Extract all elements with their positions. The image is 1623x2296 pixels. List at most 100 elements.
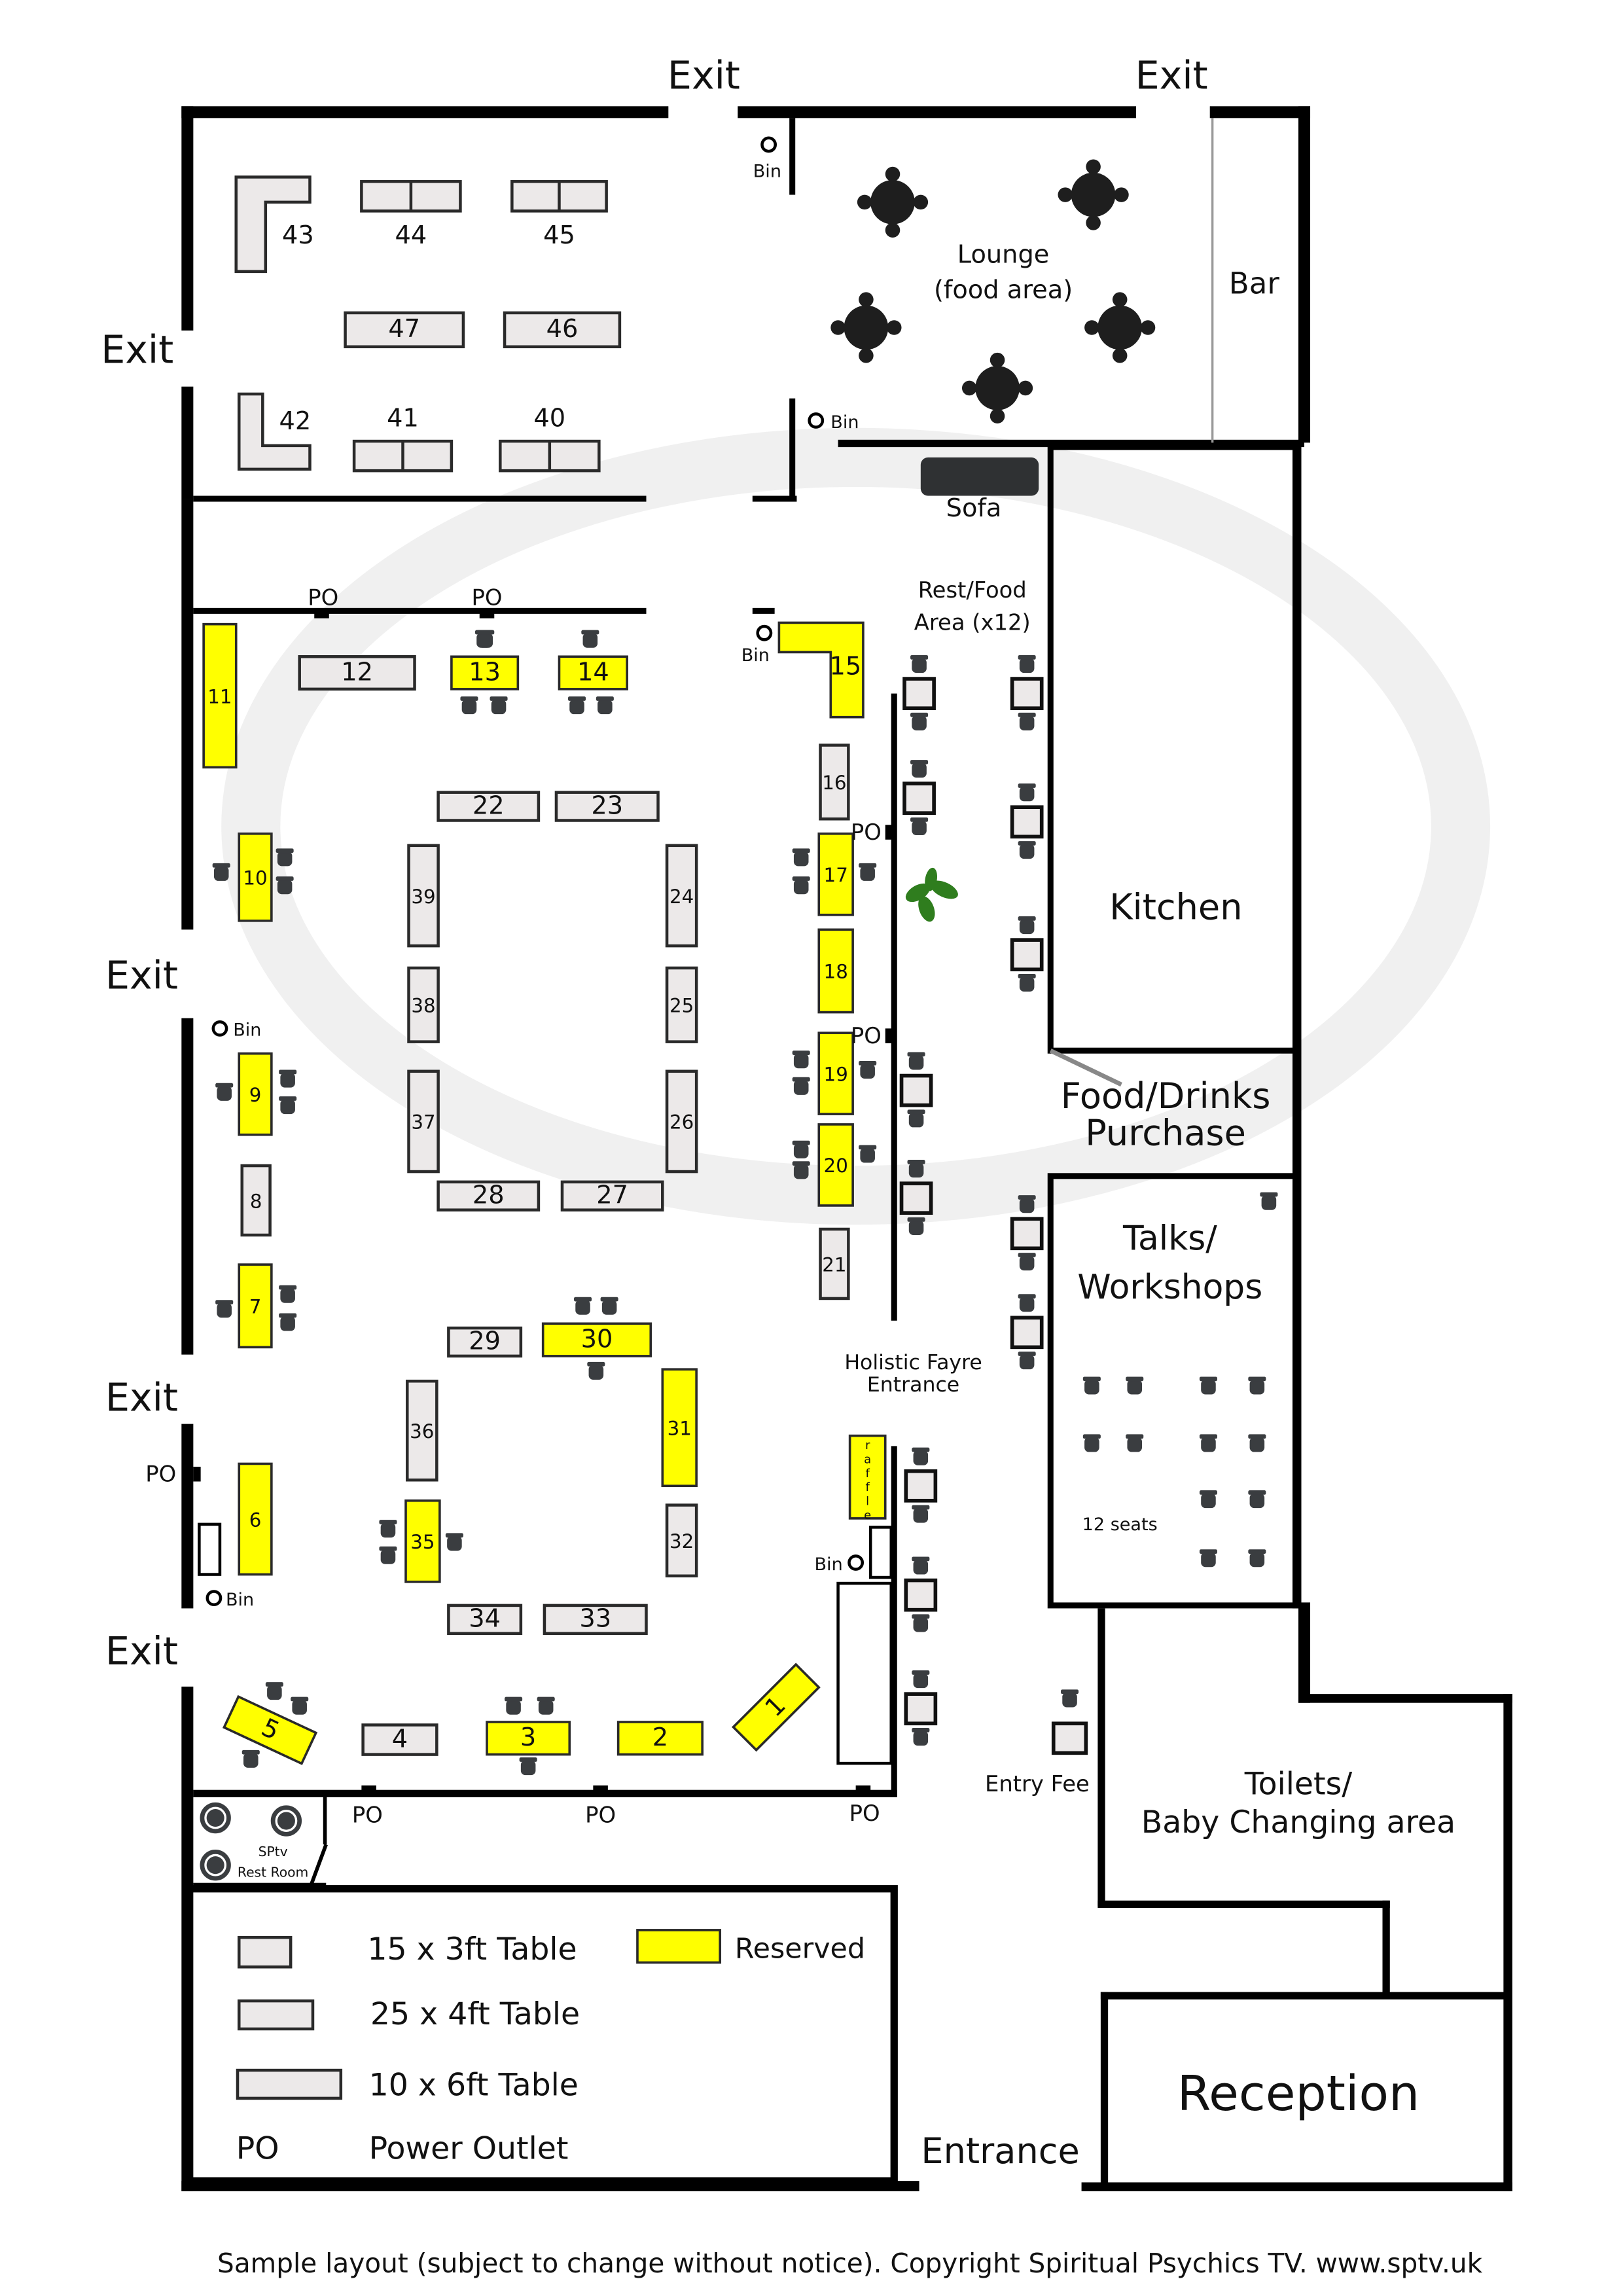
talks-label-sub: Workshops: [1077, 1268, 1262, 1307]
table-18[interactable]: 18: [817, 928, 854, 1014]
table-39[interactable]: 39: [407, 844, 440, 948]
table-number: 14: [577, 657, 609, 687]
table-45[interactable]: 45: [510, 180, 608, 250]
table-9[interactable]: 9: [238, 1052, 273, 1136]
chair-icon: [1018, 655, 1036, 673]
bin-label: Bin: [741, 645, 770, 666]
table-12[interactable]: 12: [298, 655, 416, 691]
table-number: 33: [579, 1604, 611, 1634]
entry-fee-table[interactable]: [1051, 1721, 1088, 1755]
table-34[interactable]: 34: [447, 1604, 523, 1635]
table-16[interactable]: 16: [819, 744, 850, 821]
table-28[interactable]: 28: [437, 1181, 541, 1211]
food-drinks-label-sub: Purchase: [1085, 1112, 1246, 1153]
chair-icon: [912, 1556, 930, 1575]
table-1[interactable]: 1: [731, 1662, 821, 1752]
kitchen-label: Kitchen: [1109, 887, 1242, 928]
table-15[interactable]: 15: [777, 621, 865, 719]
table-26[interactable]: 26: [665, 1069, 698, 1174]
table-number: 13: [469, 657, 501, 687]
table-6[interactable]: 6: [238, 1462, 273, 1576]
table-24[interactable]: 24: [665, 844, 698, 948]
table-number: 44: [395, 221, 427, 250]
table-36[interactable]: 36: [406, 1379, 438, 1482]
round-table-icon: [830, 292, 902, 363]
rest-table[interactable]: [1010, 677, 1044, 710]
rest-table[interactable]: [904, 1692, 938, 1726]
rest-table[interactable]: [1010, 1217, 1044, 1251]
talks-seats-label: 12 seats: [1082, 1515, 1158, 1535]
table-38[interactable]: 38: [407, 966, 440, 1043]
exit-label: Exit: [105, 954, 178, 998]
table-14[interactable]: 14: [558, 655, 628, 691]
chair-icon: [1126, 1376, 1144, 1395]
table-31[interactable]: 31: [661, 1368, 698, 1488]
table-number: 12: [341, 657, 373, 687]
table-8[interactable]: 8: [240, 1164, 272, 1237]
exit-label: Exit: [1135, 53, 1208, 98]
table-46[interactable]: 46: [503, 311, 622, 349]
rest-table[interactable]: [1010, 938, 1044, 972]
food-drinks-label: Food/Drinks: [1061, 1075, 1271, 1117]
chair-icon: [379, 1520, 397, 1538]
talks-label: Talks/: [1122, 1219, 1217, 1259]
rest-table[interactable]: [899, 1073, 933, 1107]
table-40[interactable]: 40: [499, 404, 601, 473]
table-37[interactable]: 37: [407, 1069, 440, 1174]
table-number: 28: [473, 1181, 505, 1210]
table-number: 41: [387, 404, 419, 433]
table-2[interactable]: 2: [616, 1721, 704, 1756]
fayre-entrance-label-sub: Entrance: [867, 1373, 959, 1397]
chair-icon: [379, 1546, 397, 1564]
table-21[interactable]: 21: [819, 1227, 850, 1300]
rest-table[interactable]: [902, 677, 936, 710]
chair-icon: [792, 1077, 810, 1095]
table-number: 17: [824, 864, 848, 886]
table-30[interactable]: 30: [541, 1322, 652, 1357]
chair-icon: [1199, 1490, 1217, 1509]
table-3[interactable]: 3: [486, 1721, 571, 1756]
table-7[interactable]: 7: [238, 1263, 273, 1349]
table-43[interactable]: 43: [234, 175, 314, 274]
table-27[interactable]: 27: [560, 1181, 664, 1211]
table-22[interactable]: 22: [437, 791, 541, 822]
rest-table[interactable]: [904, 1578, 938, 1612]
table-47[interactable]: 47: [344, 311, 465, 349]
table-13[interactable]: 13: [450, 655, 520, 691]
table-41[interactable]: 41: [352, 404, 454, 473]
table-10[interactable]: 10: [238, 832, 273, 922]
table-25[interactable]: 25: [665, 966, 698, 1043]
armchair-icon: [200, 1802, 231, 1834]
table-44[interactable]: 44: [360, 180, 462, 250]
rest-food-label-sub: Area (x12): [914, 610, 1031, 636]
rest-table[interactable]: [904, 1469, 938, 1503]
rest-table[interactable]: [899, 1181, 933, 1215]
table-20[interactable]: 20: [817, 1123, 854, 1207]
rest-table[interactable]: [1010, 1316, 1044, 1350]
table-29[interactable]: 29: [447, 1327, 523, 1358]
toilets-label-sub: Baby Changing area: [1141, 1804, 1455, 1840]
rest-table[interactable]: [902, 781, 936, 816]
chair-icon: [445, 1533, 463, 1551]
table-17[interactable]: 17: [817, 832, 854, 916]
chair-icon: [1248, 1376, 1266, 1395]
table-4[interactable]: 4: [361, 1723, 438, 1756]
rest-table[interactable]: [1010, 805, 1044, 839]
table-19[interactable]: 19: [817, 1031, 854, 1115]
table-23[interactable]: 23: [554, 791, 660, 822]
table-35[interactable]: 35: [404, 1499, 441, 1583]
table-number: 2: [652, 1723, 668, 1752]
table-33[interactable]: 33: [543, 1604, 648, 1635]
table-42[interactable]: 42: [238, 392, 312, 471]
chair-icon: [792, 876, 810, 895]
table-number: 30: [581, 1324, 613, 1354]
bar-label: Bar: [1229, 266, 1280, 301]
chair-icon: [460, 696, 478, 715]
round-table-icon: [961, 352, 1033, 424]
table-number: 22: [473, 791, 505, 820]
table-number: 37: [411, 1111, 435, 1134]
table-5[interactable]: 5: [222, 1695, 318, 1765]
table-11[interactable]: 11: [202, 622, 238, 769]
table-32[interactable]: 32: [665, 1503, 698, 1578]
